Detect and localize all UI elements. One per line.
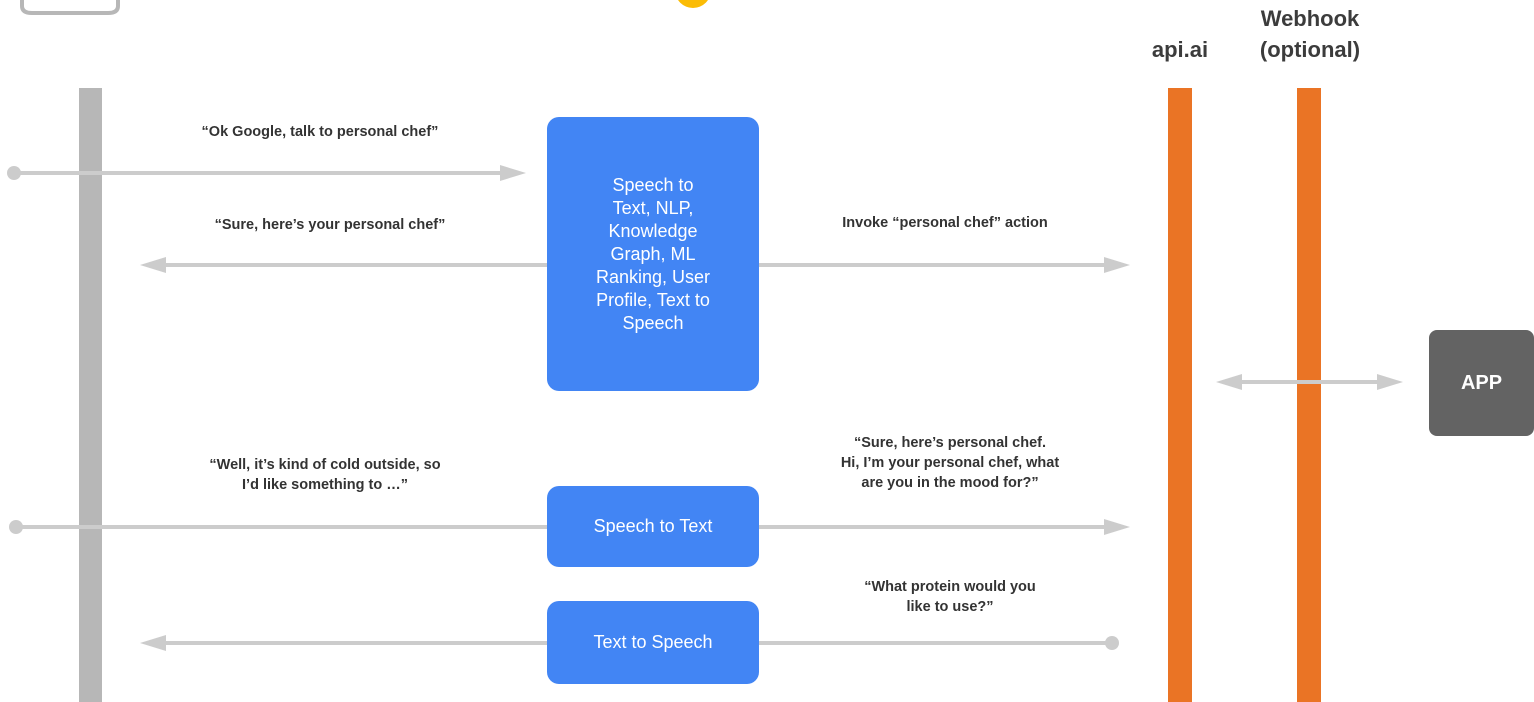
speech-to-text-box: Speech to Text xyxy=(547,486,759,567)
apiai-lifeline xyxy=(1168,88,1192,702)
arrow-user-utterance xyxy=(9,519,1130,535)
user-invoke-label: “Ok Google, talk to personal chef” xyxy=(201,124,439,140)
app-box: APP xyxy=(1429,330,1534,436)
invoke-action-label: Invoke “personal chef” action xyxy=(842,215,1048,231)
text-to-speech-box: Text to Speech xyxy=(547,601,759,684)
user-lifeline xyxy=(79,88,102,702)
assistant-reply-label: “Sure, here’s your personal chef” xyxy=(214,217,446,233)
agent-question-label: “What protein would you like to use?” xyxy=(864,579,1036,615)
assistant-processing-box: Speech to Text, NLP, Knowledge Graph, ML… xyxy=(547,117,759,391)
arrow-webhook-app xyxy=(1216,374,1403,390)
arrow-assistant-reply xyxy=(140,257,548,273)
arrow-user-invoke xyxy=(7,165,526,181)
webhook-header: Webhook (optional) xyxy=(1259,6,1361,62)
device-icon xyxy=(20,0,120,15)
webhook-lifeline xyxy=(1297,88,1321,702)
arrow-invoke-action xyxy=(758,257,1130,273)
agent-greeting-label: “Sure, here’s personal chef. Hi, I’m you… xyxy=(840,435,1060,491)
user-utterance-label: “Well, it’s kind of cold outside, so I’d… xyxy=(209,457,441,493)
arrow-agent-question xyxy=(140,635,1119,651)
assistant-dot-icon xyxy=(678,0,708,8)
apiai-header: api.ai xyxy=(1151,37,1209,62)
